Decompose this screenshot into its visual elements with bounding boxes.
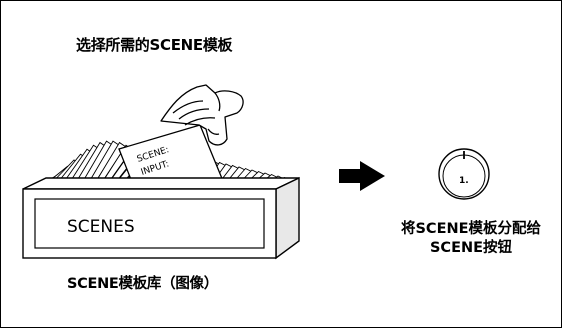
scenes-box — [22, 176, 300, 260]
hand-holding-card-icon — [160, 84, 244, 146]
scene-button-knob-icon — [438, 148, 490, 200]
assign-caption: 将SCENE模板分配给SCENE按钮 — [400, 221, 542, 256]
right-arrow-icon — [339, 161, 385, 191]
button-number-label: 1. — [459, 176, 469, 186]
library-caption: SCENE模板库（图像） — [67, 276, 218, 292]
top-title: 选择所需的SCENE模板 — [76, 36, 233, 54]
box-label: SCENES — [67, 217, 135, 237]
